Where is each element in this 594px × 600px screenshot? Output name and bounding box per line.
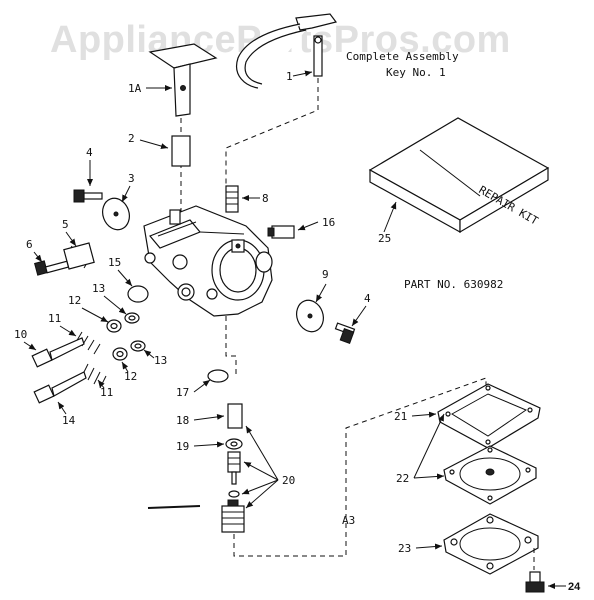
callout-19: 19 (176, 440, 189, 453)
callout-2: 2 (128, 132, 135, 145)
callout-8: 8 (262, 192, 269, 205)
callout-23-leader (415, 543, 443, 550)
callout-13-upper: 13 (92, 282, 105, 295)
part-21-gasket[interactable] (437, 383, 541, 449)
callout-20-leader-1 (245, 425, 279, 481)
alignment-line-2 (225, 78, 319, 212)
callout-20-leader-3 (241, 479, 279, 495)
callout-15-leader (117, 269, 133, 287)
callout-20-leader-4 (245, 479, 279, 509)
callout-20: 20 (282, 474, 295, 487)
part-22-diaphragm[interactable] (443, 445, 537, 505)
callout-18: 18 (176, 414, 189, 427)
part-5-spring[interactable] (63, 242, 95, 270)
part-11-spring-upper[interactable] (75, 331, 101, 355)
part-13-washer-lower[interactable] (130, 340, 146, 352)
reference-dash (147, 505, 201, 509)
callout-5: 5 (62, 218, 69, 231)
callout-4-right-leader (351, 305, 367, 327)
callout-12-upper: 12 (68, 294, 81, 307)
callout-14: 14 (62, 414, 76, 427)
callout-9-leader (315, 283, 327, 303)
callout-9: 9 (322, 268, 329, 281)
callout-22-leader-1 (413, 413, 445, 479)
part-8-pin[interactable] (225, 185, 239, 213)
part-24-screw[interactable] (525, 571, 545, 593)
callout-4-right: 4 (364, 292, 371, 305)
callout-16-leader (297, 221, 319, 231)
part-14-needle[interactable] (33, 371, 87, 404)
callout-10-leader (23, 341, 37, 351)
callout-17: 17 (176, 386, 189, 399)
callout-13-lower-leader (143, 349, 155, 359)
part-9-throttle-plate[interactable] (292, 297, 327, 336)
callout-6: 6 (26, 238, 33, 251)
part-3-throttle-plate[interactable] (98, 195, 133, 234)
part-12-oring-lower[interactable] (112, 347, 128, 361)
callout-24: 24 (568, 581, 581, 593)
part-19-washer[interactable] (225, 438, 243, 450)
part-13-washer-upper[interactable] (124, 312, 140, 324)
callout-18-leader (193, 413, 225, 421)
callout-1: 1 (286, 70, 293, 83)
callout-22: 22 (396, 472, 409, 485)
callout-23: 23 (398, 542, 411, 555)
part-6-screw[interactable] (34, 260, 70, 276)
part-18-spring[interactable] (227, 403, 243, 429)
part-15-plug[interactable] (127, 285, 149, 303)
alignment-line-3 (225, 316, 237, 378)
callout-12-lower-leader (121, 361, 129, 373)
callout-21-leader (411, 411, 437, 418)
callout-12-upper-leader (81, 307, 109, 323)
part-16-fitting[interactable] (267, 225, 295, 239)
carburetor-body[interactable] (143, 205, 273, 317)
callout-20-leader-2 (243, 461, 279, 481)
callout-22-leader-2 (413, 473, 445, 480)
part-1-linkage[interactable] (236, 13, 338, 89)
callout-16: 16 (322, 216, 335, 229)
part-4-screw-left[interactable] (73, 189, 103, 203)
alignment-line-4 (233, 377, 487, 557)
callout-19-leader (193, 441, 225, 448)
part-17-seal[interactable] (207, 369, 229, 383)
part-number: PART NO. 630982 (404, 278, 503, 291)
callout-21: 21 (394, 410, 407, 423)
callout-1-leader (292, 70, 313, 77)
part-1a-bracket[interactable] (148, 43, 218, 117)
part-23-cover[interactable] (443, 513, 539, 575)
part-25-repair-kit[interactable]: REPAIR KIT (368, 117, 550, 234)
part-20-valve-assembly[interactable] (221, 451, 245, 533)
callout-10: 10 (14, 328, 27, 341)
callout-1a: 1A (128, 82, 142, 95)
section-label: A3 (342, 514, 355, 527)
part-10-needle[interactable] (31, 337, 85, 368)
callout-13-upper-leader (103, 295, 127, 315)
part-12-oring-upper[interactable] (106, 319, 122, 333)
callout-15: 15 (108, 256, 121, 269)
callout-3-leader (121, 185, 131, 203)
callout-25: 25 (378, 232, 391, 245)
callout-12-lower: 12 (124, 370, 137, 383)
callout-5-leader (65, 231, 77, 247)
callout-4-left: 4 (86, 146, 93, 159)
callout-11-upper-leader (59, 325, 77, 337)
header-line-1: Complete Assembly (346, 50, 459, 63)
callout-13-lower: 13 (154, 354, 167, 367)
part-4-screw-right[interactable] (334, 322, 356, 344)
part-11-spring-lower[interactable] (81, 363, 107, 389)
callout-25-leader (383, 201, 397, 233)
callout-11-lower-leader (97, 379, 105, 389)
callout-3: 3 (128, 172, 135, 185)
callout-17-leader (193, 379, 211, 393)
callout-11-upper: 11 (48, 312, 61, 325)
header-line-2: Key No. 1 (386, 66, 446, 79)
callout-14-leader (57, 401, 67, 415)
callout-11-lower: 11 (100, 386, 113, 399)
part-2-spring[interactable] (171, 135, 191, 167)
callout-2-leader (139, 139, 169, 149)
callout-6-leader (33, 251, 43, 263)
